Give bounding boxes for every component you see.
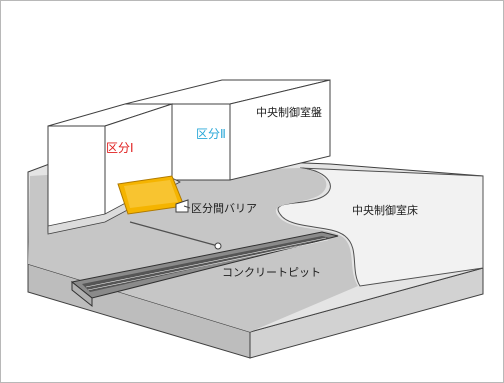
label-concrete-pit: コンクリートピット [222,266,321,279]
panel-division-2-face [171,103,231,181]
label-division-barrier: 区分間バリア [191,202,257,215]
label-division-1: 区分Ⅰ [106,141,134,155]
barrier-pointer [175,199,189,213]
central-control-room-floor-area [277,167,484,287]
barrier-leader-line [183,205,191,209]
label-central-control-room-floor: 中央制御室床 [352,203,418,217]
concrete-pit-hatching [85,237,329,291]
cable-route-line [129,221,219,247]
cable-route-node [214,242,222,250]
concrete-pit-end-wall [71,280,93,308]
division-barrier-inner [124,180,178,208]
label-division-2: 区分Ⅱ [196,127,226,141]
label-central-control-panel: 中央制御室盤 [256,105,322,119]
